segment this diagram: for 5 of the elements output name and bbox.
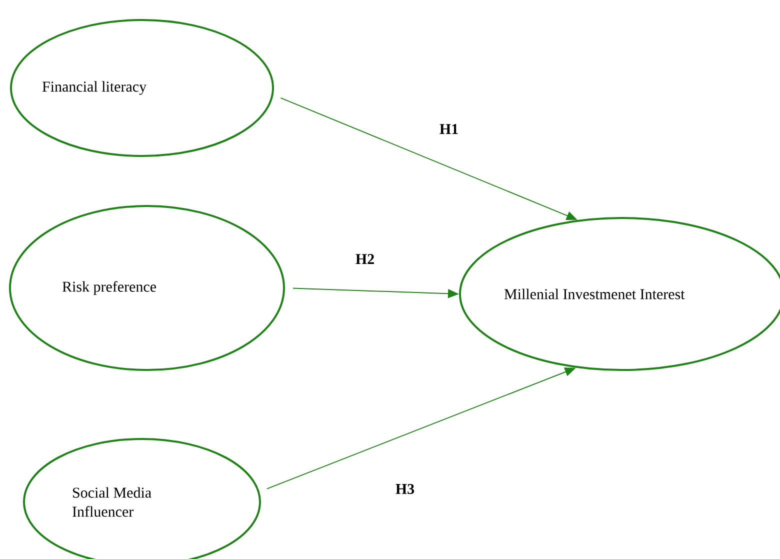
edge-label: H2: [356, 254, 374, 264]
ellipse-node: Financial literacy: [10, 19, 274, 157]
edge-label: H3: [396, 484, 414, 494]
ellipse-node: Risk preference: [9, 204, 285, 371]
edge-label: H1: [440, 124, 458, 134]
